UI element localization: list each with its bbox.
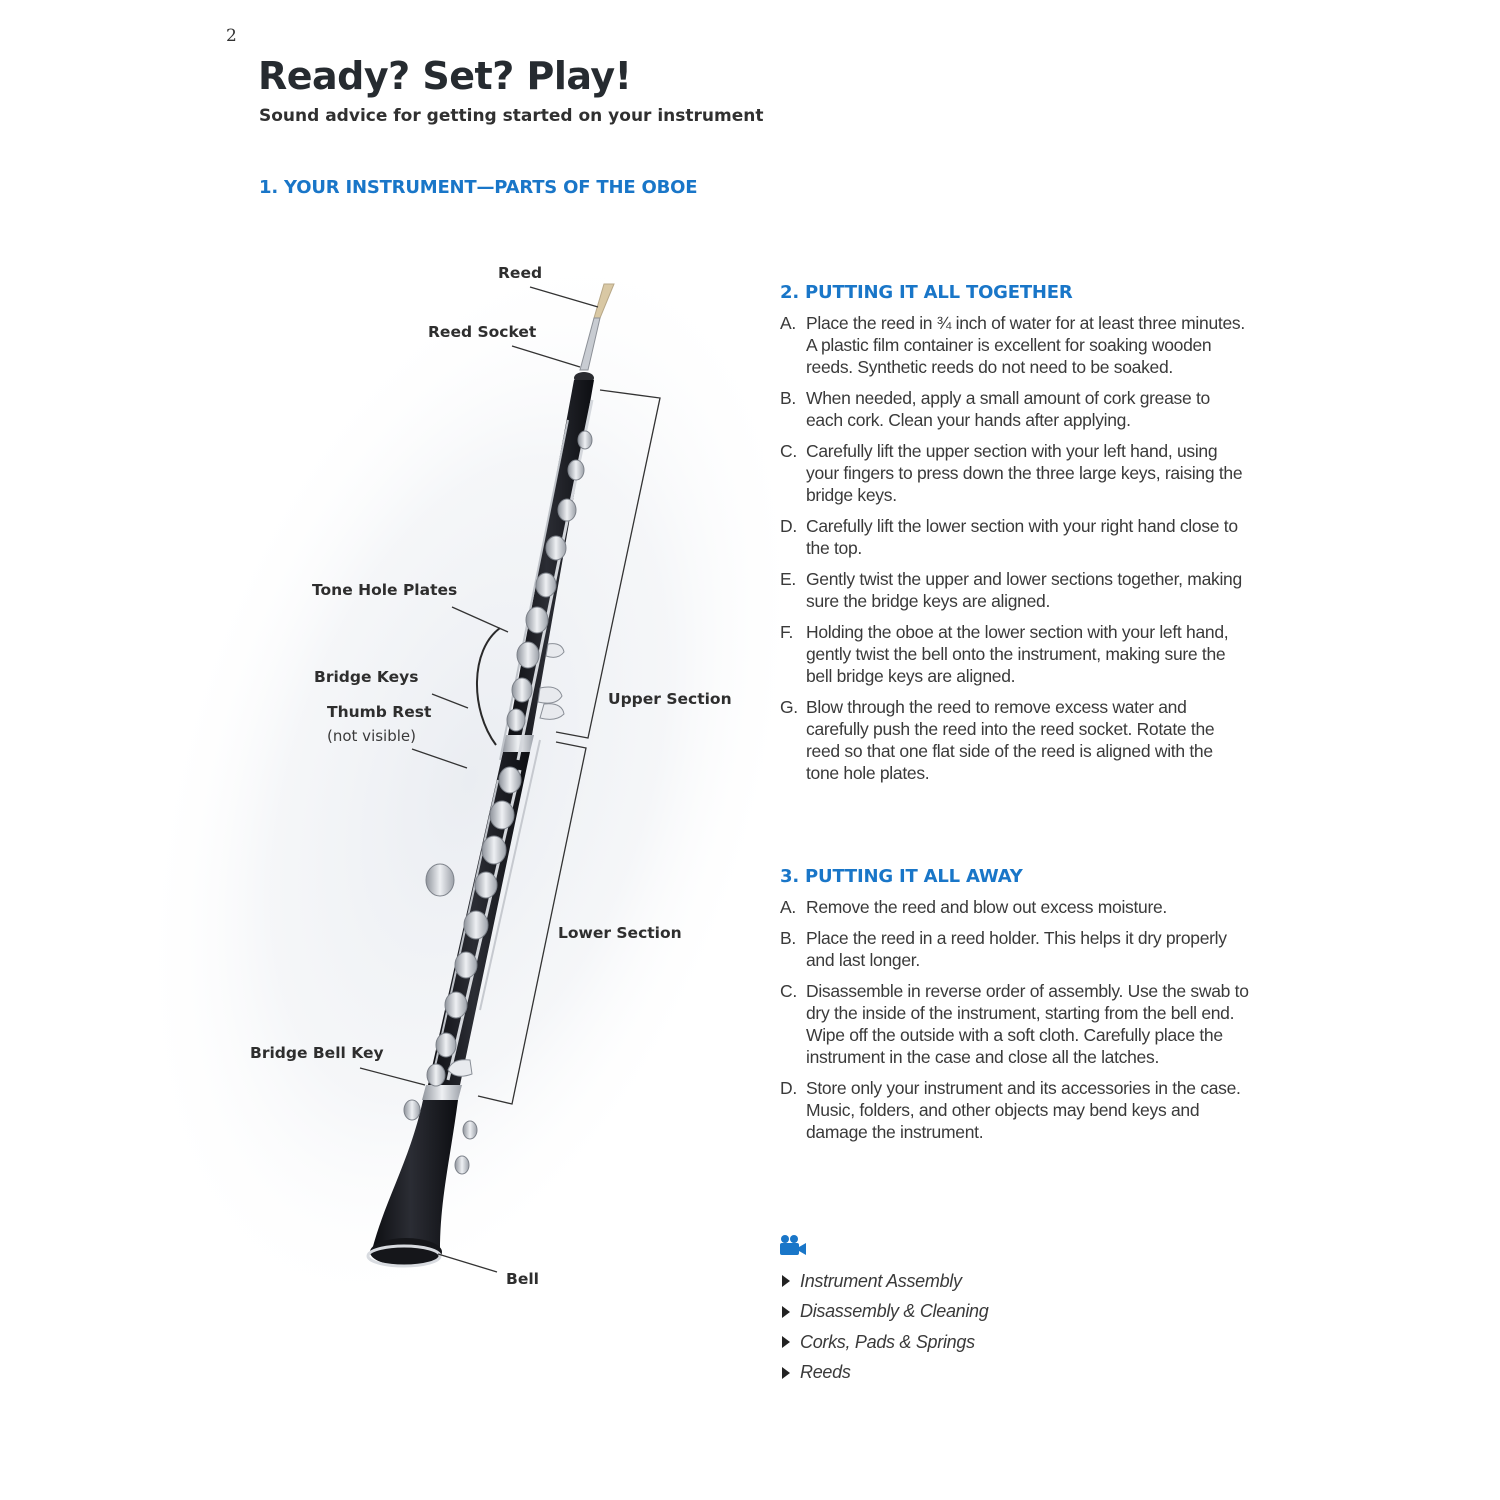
label-reed: Reed — [498, 264, 543, 282]
label-bridge-keys: Bridge Keys — [314, 668, 419, 686]
video-link-disassembly-cleaning[interactable]: Disassembly & Cleaning — [782, 1297, 989, 1328]
list-item: A.Remove the reed and blow out excess mo… — [780, 897, 1167, 917]
video-link-reeds[interactable]: Reeds — [782, 1358, 988, 1389]
play-arrow-icon — [782, 1336, 790, 1349]
oboe-illustration — [366, 283, 615, 1268]
reed — [593, 283, 615, 319]
upper-section-body — [508, 380, 594, 735]
section-heading-instrument-parts: 1. YOUR INSTRUMENT—PARTS OF THE OBOE — [259, 177, 698, 198]
page-title: Ready? Set? Play! — [258, 54, 632, 98]
video-link-instrument-assembly[interactable]: Instrument Assembly — [782, 1266, 988, 1297]
list-item: G.Blow through the reed to remove excess… — [780, 697, 1215, 783]
label-lower-section: Lower Section — [558, 924, 682, 942]
assembly-steps-list: A.Place the reed in ¾ inch of water for … — [780, 312, 1250, 793]
label-tone-hole-plates: Tone Hole Plates — [312, 581, 458, 599]
list-item: D.Carefully lift the lower section with … — [780, 516, 1238, 558]
list-item: E.Gently twist the upper and lower secti… — [780, 569, 1242, 611]
section-heading-putting-together: 2. PUTTING IT ALL TOGETHER — [780, 282, 1073, 303]
play-arrow-icon — [782, 1366, 790, 1379]
lower-section-body — [428, 752, 530, 1085]
list-item: F.Holding the oboe at the lower section … — [780, 622, 1229, 686]
video-camera-icon — [780, 1235, 806, 1255]
video-link-corks-pads-springs[interactable]: Corks, Pads & Springs — [782, 1327, 988, 1358]
disassembly-steps-list: A.Remove the reed and blow out excess mo… — [780, 896, 1250, 1152]
label-thumb-rest: Thumb Rest — [327, 703, 432, 721]
list-item: A.Place the reed in ¾ inch of water for … — [780, 313, 1245, 377]
bell — [372, 1100, 458, 1250]
section-heading-putting-away: 3. PUTTING IT ALL AWAY — [780, 866, 1023, 887]
list-item: C.Disassemble in reverse order of assemb… — [780, 981, 1249, 1067]
list-item: B.Place the reed in a reed holder. This … — [780, 928, 1227, 970]
list-item: B.When needed, apply a small amount of c… — [780, 388, 1210, 430]
reed-socket — [579, 317, 601, 371]
list-item: C.Carefully lift the upper section with … — [780, 441, 1243, 505]
video-links-list: Instrument Assembly Disassembly & Cleani… — [782, 1266, 989, 1389]
play-arrow-icon — [782, 1275, 790, 1288]
label-upper-section: Upper Section — [608, 690, 732, 708]
callout-lines — [359, 286, 661, 1273]
page-number: 2 — [226, 26, 237, 46]
label-thumb-rest-note: (not visible) — [327, 727, 416, 745]
page-subtitle: Sound advice for getting started on your… — [259, 106, 764, 126]
label-bridge-bell-key: Bridge Bell Key — [250, 1044, 384, 1062]
label-reed-socket: Reed Socket — [428, 323, 537, 341]
play-arrow-icon — [782, 1305, 790, 1318]
label-bell: Bell — [506, 1270, 539, 1288]
list-item: D.Store only your instrument and its acc… — [780, 1078, 1241, 1142]
